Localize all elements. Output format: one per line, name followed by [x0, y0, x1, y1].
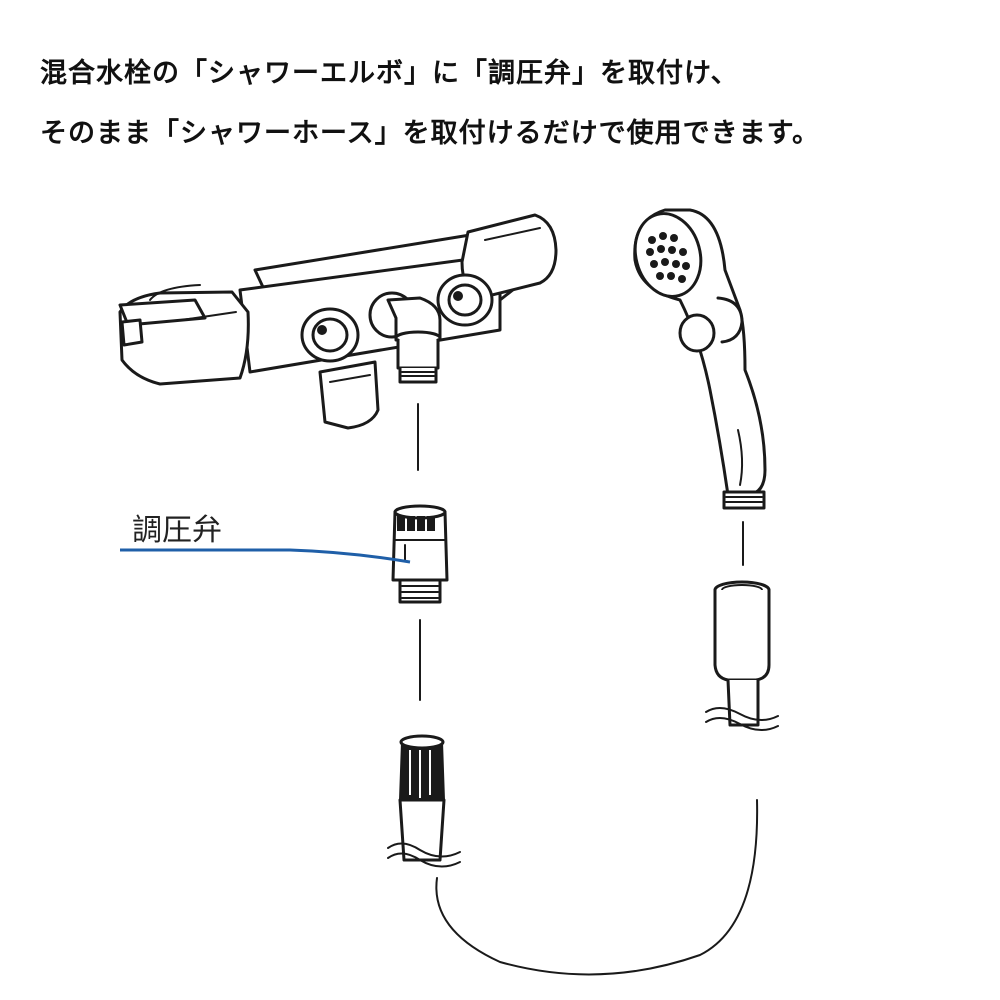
hose-connector-icon [387, 734, 461, 868]
shower-hose-icon [435, 799, 759, 976]
instruction-text: 混合水栓の「シャワーエルボ」に「調圧弁」を取付け、 そのまま「シャワーホース」を… [40, 44, 990, 164]
pressure-valve-icon [391, 504, 449, 604]
valve-callout: 調圧弁 [120, 513, 411, 564]
valve-callout-label: 調圧弁 [132, 513, 222, 548]
shower-head-icon [633, 208, 767, 510]
shower-hose-end-icon [705, 580, 779, 731]
mixing-faucet-icon [118, 213, 558, 430]
shower-elbow-icon [368, 291, 442, 384]
instruction-line-2: そのまま「シャワーホース」を取付けるだけで使用できます。 [40, 118, 820, 149]
instruction-line-1: 混合水栓の「シャワーエルボ」に「調圧弁」を取付け、 [40, 58, 739, 89]
